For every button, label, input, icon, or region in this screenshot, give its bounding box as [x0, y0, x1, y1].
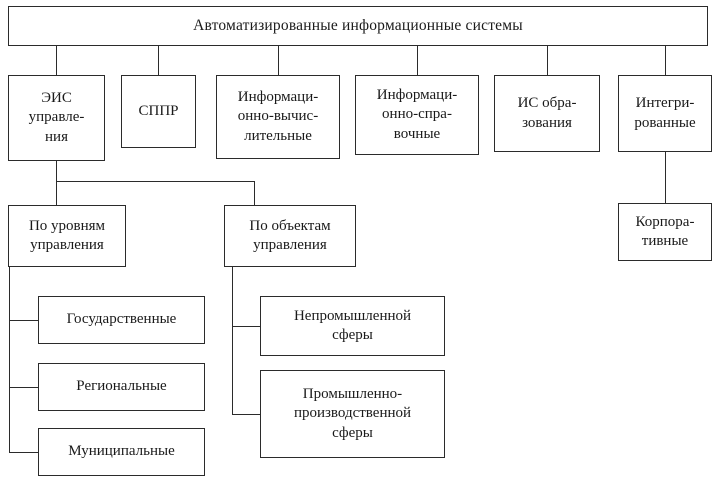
node-eis-upravleniya: ЭИС управле- ния	[8, 75, 105, 161]
node-state: Государственные	[38, 296, 205, 344]
node-by-objects: По объектам управления	[224, 205, 356, 267]
node-industrial: Промышленно- производственной сферы	[260, 370, 445, 458]
connector-levels-regional	[9, 387, 38, 388]
connector-eis-byobjects	[254, 181, 255, 205]
node-state-label: Государственные	[66, 311, 177, 328]
node-regional-label: Региональные	[76, 378, 167, 395]
connector-root-reference	[417, 46, 418, 75]
connector-objects-industrial	[232, 414, 260, 415]
connector-objects-trunk	[232, 267, 233, 414]
node-ais-root-label: Автоматизированные информационные систем…	[193, 17, 523, 35]
node-by-levels-label: По уровням управления	[28, 217, 106, 253]
node-integrated: Интегри- рованные	[618, 75, 712, 152]
connector-root-sppr	[158, 46, 159, 75]
node-eis-upravleniya-label: ЭИС управле- ния	[28, 90, 85, 145]
connector-root-education	[547, 46, 548, 75]
connector-root-eis	[56, 46, 57, 75]
connector-levels-municipal	[9, 452, 38, 453]
node-is-education: ИС обра- зования	[494, 75, 600, 152]
node-integrated-label: Интегри- рованные	[634, 95, 696, 131]
connector-levels-trunk	[9, 267, 10, 452]
node-by-levels: По уровням управления	[8, 205, 126, 267]
node-nonindustrial: Непромышленной сферы	[260, 296, 445, 356]
node-is-education-label: ИС обра- зования	[517, 95, 577, 131]
node-info-reference-label: Информаци- онно-спра- вочные	[376, 87, 458, 142]
connector-integrated-corporate	[665, 152, 666, 203]
node-ais-root: Автоматизированные информационные систем…	[8, 6, 708, 46]
node-industrial-label: Промышленно- производственной сферы	[293, 386, 412, 441]
node-info-reference: Информаци- онно-спра- вочные	[355, 75, 479, 155]
connector-levels-state	[9, 320, 38, 321]
node-municipal: Муниципальные	[38, 428, 205, 476]
node-sppr: СППР	[121, 75, 196, 148]
connector-eis-branch	[56, 181, 255, 182]
node-nonindustrial-label: Непромышленной сферы	[293, 307, 412, 343]
connector-root-integrated	[665, 46, 666, 75]
node-info-computing: Информаци- онно-вычис- лительные	[216, 75, 340, 159]
connector-root-computing	[278, 46, 279, 75]
node-info-computing-label: Информаци- онно-вычис- лительные	[237, 89, 319, 144]
connector-eis-bylevels	[56, 161, 57, 205]
node-corporate-label: Корпора- тивные	[635, 213, 695, 249]
node-by-objects-label: По объектам управления	[249, 217, 331, 253]
node-corporate: Корпора- тивные	[618, 203, 712, 261]
connector-objects-nonindustrial	[232, 326, 260, 327]
node-regional: Региональные	[38, 363, 205, 411]
node-sppr-label: СППР	[138, 102, 179, 119]
node-municipal-label: Муниципальные	[68, 443, 175, 460]
